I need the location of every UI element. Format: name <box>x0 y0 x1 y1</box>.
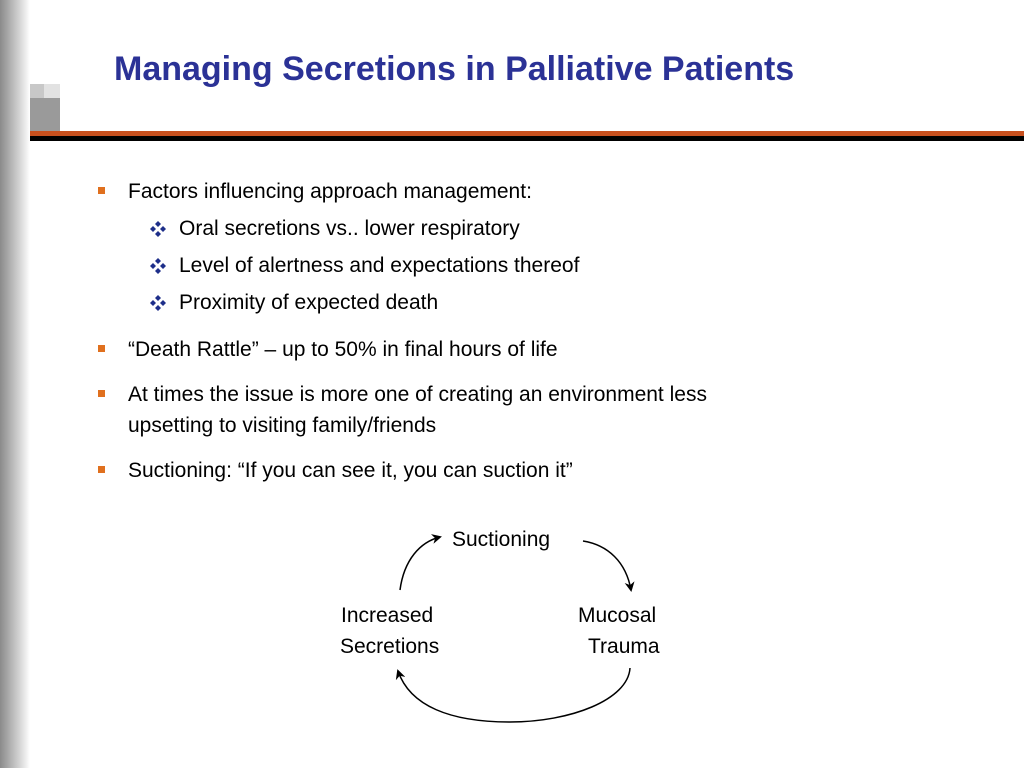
sub-bullet-text: Proximity of expected death <box>179 291 439 314</box>
sub-bullet-text: Level of alertness and expectations ther… <box>179 254 580 277</box>
cycle-node-increased-secretions-line1: Increased <box>341 604 434 627</box>
sub-bullet-text: Oral secretions vs.. lower respiratory <box>179 217 520 240</box>
decor-square-dark <box>30 98 60 131</box>
cycle-node-mucosal-trauma-line2: Trauma <box>588 635 660 658</box>
four-diamond-bullet-icon <box>150 295 166 311</box>
four-diamond-bullet-icon <box>150 258 166 274</box>
bullet-square-icon <box>98 187 105 194</box>
bullet-text: Factors influencing approach management: <box>128 180 532 203</box>
slide-title: Managing Secretions in Palliative Patien… <box>114 50 795 88</box>
bullet-square-icon <box>98 345 105 352</box>
arrow-secretions-to-suctioning <box>399 534 442 591</box>
cycle-node-mucosal-trauma-line1: Mucosal <box>578 604 657 627</box>
cycle-node-increased-secretions-line2: Secretions <box>340 635 440 658</box>
bullet-square-icon <box>98 390 105 397</box>
bullet-square-icon <box>98 466 105 473</box>
arrow-trauma-to-secretions <box>395 667 631 723</box>
left-edge-gradient <box>0 0 30 768</box>
decor-square-light <box>44 84 60 98</box>
bullet-text: Suctioning: “If you can see it, you can … <box>128 459 573 482</box>
decor-square-mid <box>30 84 44 98</box>
bullet-text: “Death Rattle” – up to 50% in final hour… <box>128 338 558 361</box>
bullet-text-line2: upsetting to visiting family/friends <box>128 414 437 437</box>
arrow-suctioning-to-trauma <box>582 540 635 592</box>
four-diamond-bullet-icon <box>150 221 166 237</box>
cycle-node-suctioning: Suctioning <box>452 528 551 551</box>
bullet-text-line1: At times the issue is more one of creati… <box>128 383 707 406</box>
title-rule-black <box>30 136 1024 141</box>
title-rule-orange <box>30 131 1024 136</box>
